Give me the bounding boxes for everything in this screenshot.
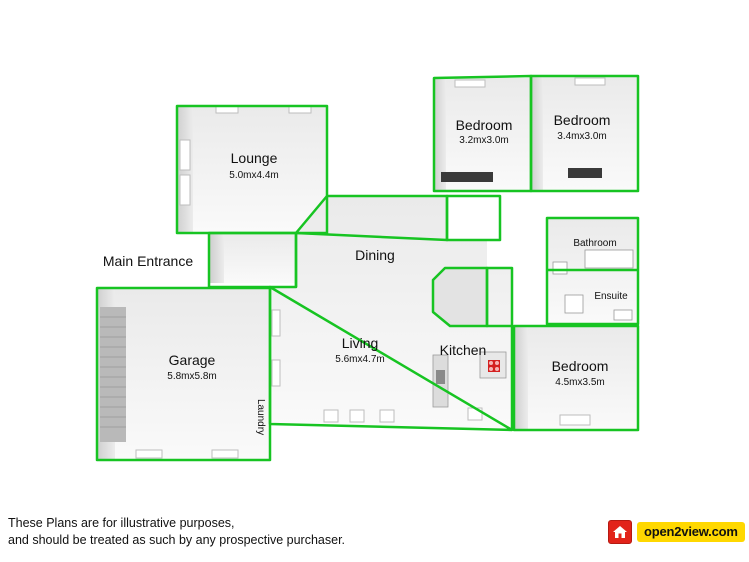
room-name-bedroom-1: Bedroom <box>456 117 513 133</box>
room-name-ensuite: Ensuite <box>594 291 628 302</box>
disclaimer-line-2: and should be treated as such by any pro… <box>8 533 346 547</box>
house-icon <box>608 520 632 544</box>
room-size-garage: 5.8mx5.8m <box>167 371 216 382</box>
wall-outlines <box>95 74 640 462</box>
room-size-lounge: 5.0mx4.4m <box>229 170 278 181</box>
room-name-bedroom-2: Bedroom <box>554 112 611 128</box>
open2view-logo[interactable]: open2view.com <box>608 520 745 544</box>
room-name-laundry: Laundry <box>255 399 266 435</box>
fixtures <box>432 168 634 408</box>
room-name-living: Living <box>342 335 379 351</box>
windows <box>135 77 606 459</box>
floor-plan: Lounge 5.0mx4.4m Bedroom 3.2mx3.0m Bedro… <box>95 74 640 462</box>
room-name-bathroom: Bathroom <box>573 238 616 249</box>
room-size-bedroom-3: 4.5mx3.5m <box>555 377 604 388</box>
room-size-living: 5.6mx4.7m <box>335 354 384 365</box>
disclaimer-line-1: These Plans are for illustrative purpose… <box>8 516 235 530</box>
room-name-dining: Dining <box>355 247 395 263</box>
room-name-bedroom-3: Bedroom <box>552 358 609 374</box>
room-name-lounge: Lounge <box>231 150 278 166</box>
disclaimer: These Plans are for illustrative purpose… <box>8 515 345 549</box>
garage-door <box>100 307 126 442</box>
label-main-entrance: Main Entrance <box>103 253 193 269</box>
room-name-kitchen: Kitchen <box>440 342 487 358</box>
room-labels: Lounge 5.0mx4.4m Bedroom 3.2mx3.0m Bedro… <box>103 112 628 435</box>
logo-text: open2view.com <box>637 522 745 542</box>
room-size-bedroom-1: 3.2mx3.0m <box>459 135 508 146</box>
room-size-bedroom-2: 3.4mx3.0m <box>557 131 606 142</box>
room-name-garage: Garage <box>169 352 216 368</box>
